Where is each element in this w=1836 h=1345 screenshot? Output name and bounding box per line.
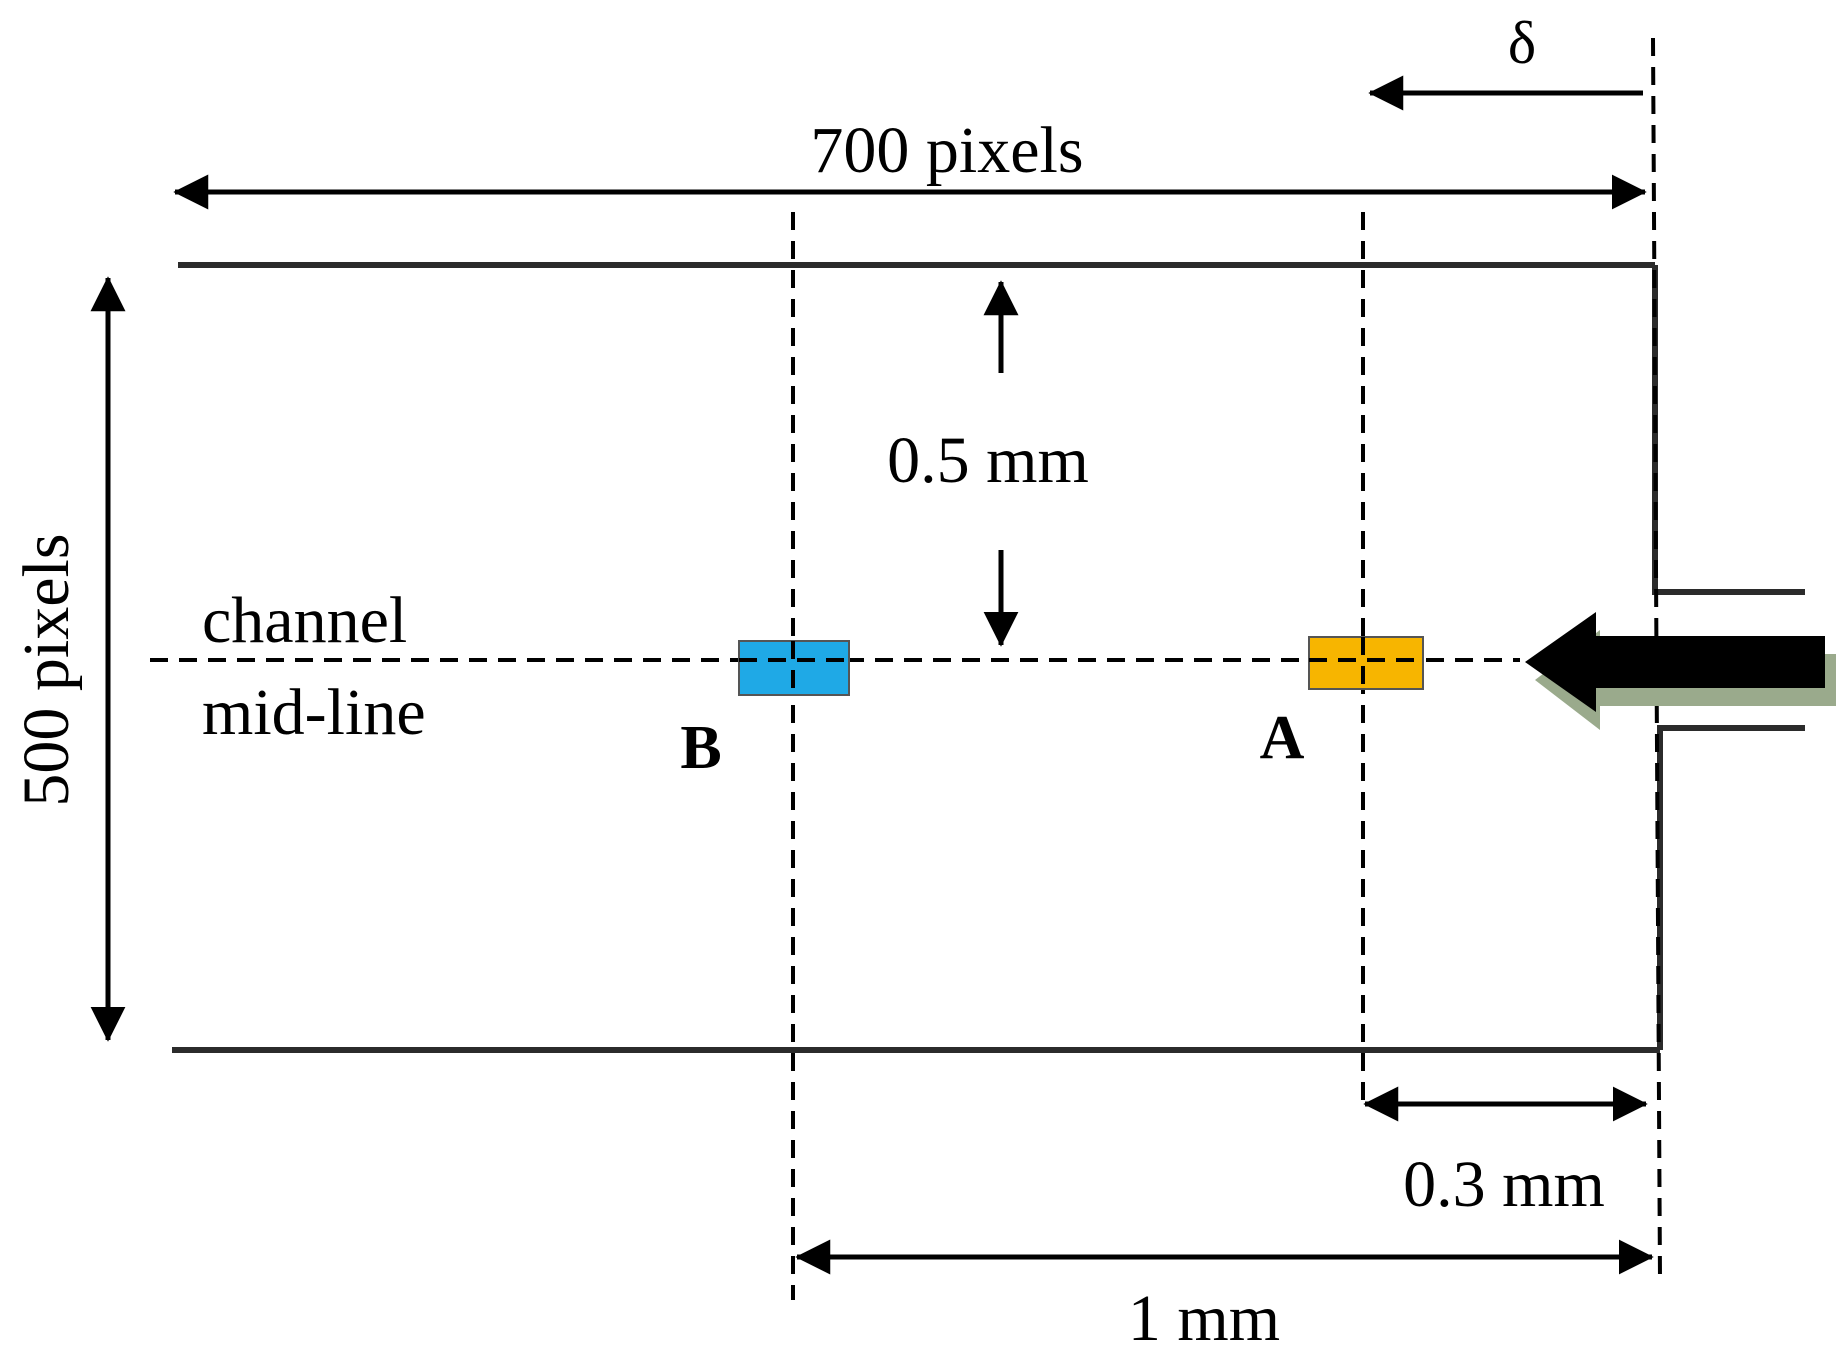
upper-inlet-wall xyxy=(1652,265,1805,595)
dashed-guides xyxy=(150,37,1662,1300)
width-pixels-label: 700 pixels xyxy=(810,114,1083,187)
dist-b-label: 1 mm xyxy=(1128,1282,1280,1345)
point-a-label: A xyxy=(1260,704,1305,772)
point-b-label: B xyxy=(680,714,721,782)
marker-overlay-dashes xyxy=(739,637,1423,695)
midline-label-line2: mid-line xyxy=(202,676,426,749)
midline-label-line1: channel xyxy=(202,584,407,657)
dist-a-label: 0.3 mm xyxy=(1403,1148,1605,1221)
half-height-label: 0.5 mm xyxy=(887,424,1089,497)
marker-a xyxy=(1308,636,1424,690)
dimension-arrows xyxy=(90,75,1654,1275)
delta-label: δ xyxy=(1508,10,1536,76)
lower-inlet-wall xyxy=(1657,725,1805,1050)
height-pixels-label: 500 pixels xyxy=(10,533,83,806)
flow-arrow xyxy=(1525,612,1825,712)
inlet-flow-arrow-icon xyxy=(1525,612,1836,730)
